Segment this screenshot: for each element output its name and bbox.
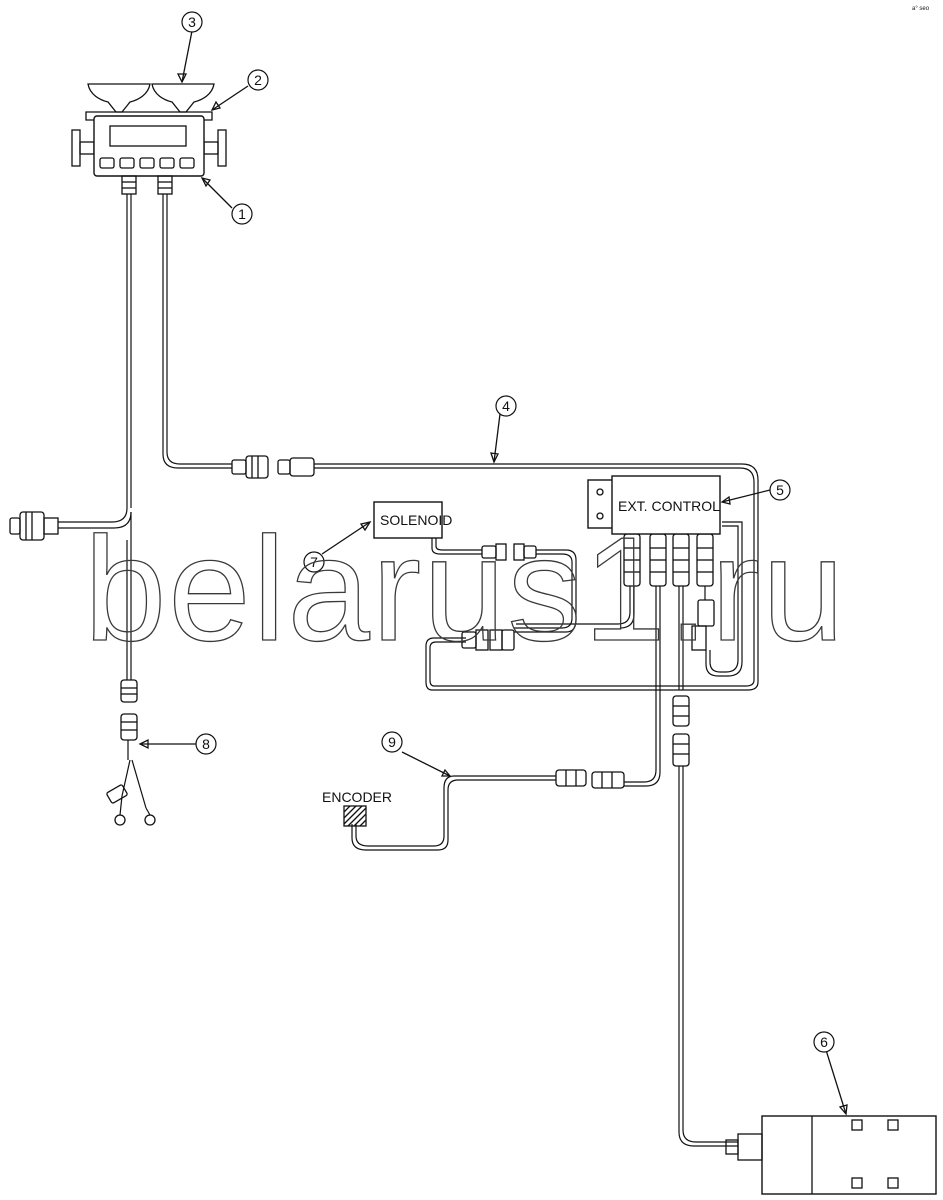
svg-text:6: 6: [820, 1034, 828, 1050]
encoder: ENCODER: [322, 789, 392, 827]
monitor-unit: [71, 83, 227, 195]
callout-6: 6: [813, 1031, 835, 1053]
hydraulic-valve: [725, 1115, 937, 1195]
svg-text:7: 7: [310, 554, 318, 570]
svg-text:5: 5: [776, 482, 784, 498]
callout-5: 5: [769, 479, 791, 501]
ext-control-label: EXT. CONTROL: [618, 498, 720, 514]
cable-harness: [58, 194, 759, 1147]
ext-control-box: EXT. CONTROL: [587, 475, 721, 535]
svg-text:8: 8: [202, 736, 210, 752]
watermark: belarus1.ru: [84, 507, 846, 672]
callout-2: 2: [247, 69, 269, 91]
svg-text:4: 4: [502, 398, 510, 414]
callout-3: 3: [181, 11, 203, 33]
callout-7: 7: [303, 551, 325, 573]
svg-text:1: 1: [238, 206, 246, 222]
encoder-label: ENCODER: [322, 789, 392, 805]
callout-8: 8: [195, 733, 217, 755]
callout-1: 1: [231, 203, 253, 225]
leader-lines: [138, 30, 848, 1116]
svg-text:9: 9: [388, 734, 396, 750]
svg-text:3: 3: [188, 14, 196, 30]
solenoid-label: SOLENOID: [380, 512, 452, 528]
svg-text:2: 2: [254, 72, 262, 88]
corner-mark: a° seo: [912, 6, 930, 12]
callout-9: 9: [381, 731, 403, 753]
callout-4: 4: [495, 395, 517, 417]
solenoid-box: SOLENOID: [373, 501, 452, 539]
